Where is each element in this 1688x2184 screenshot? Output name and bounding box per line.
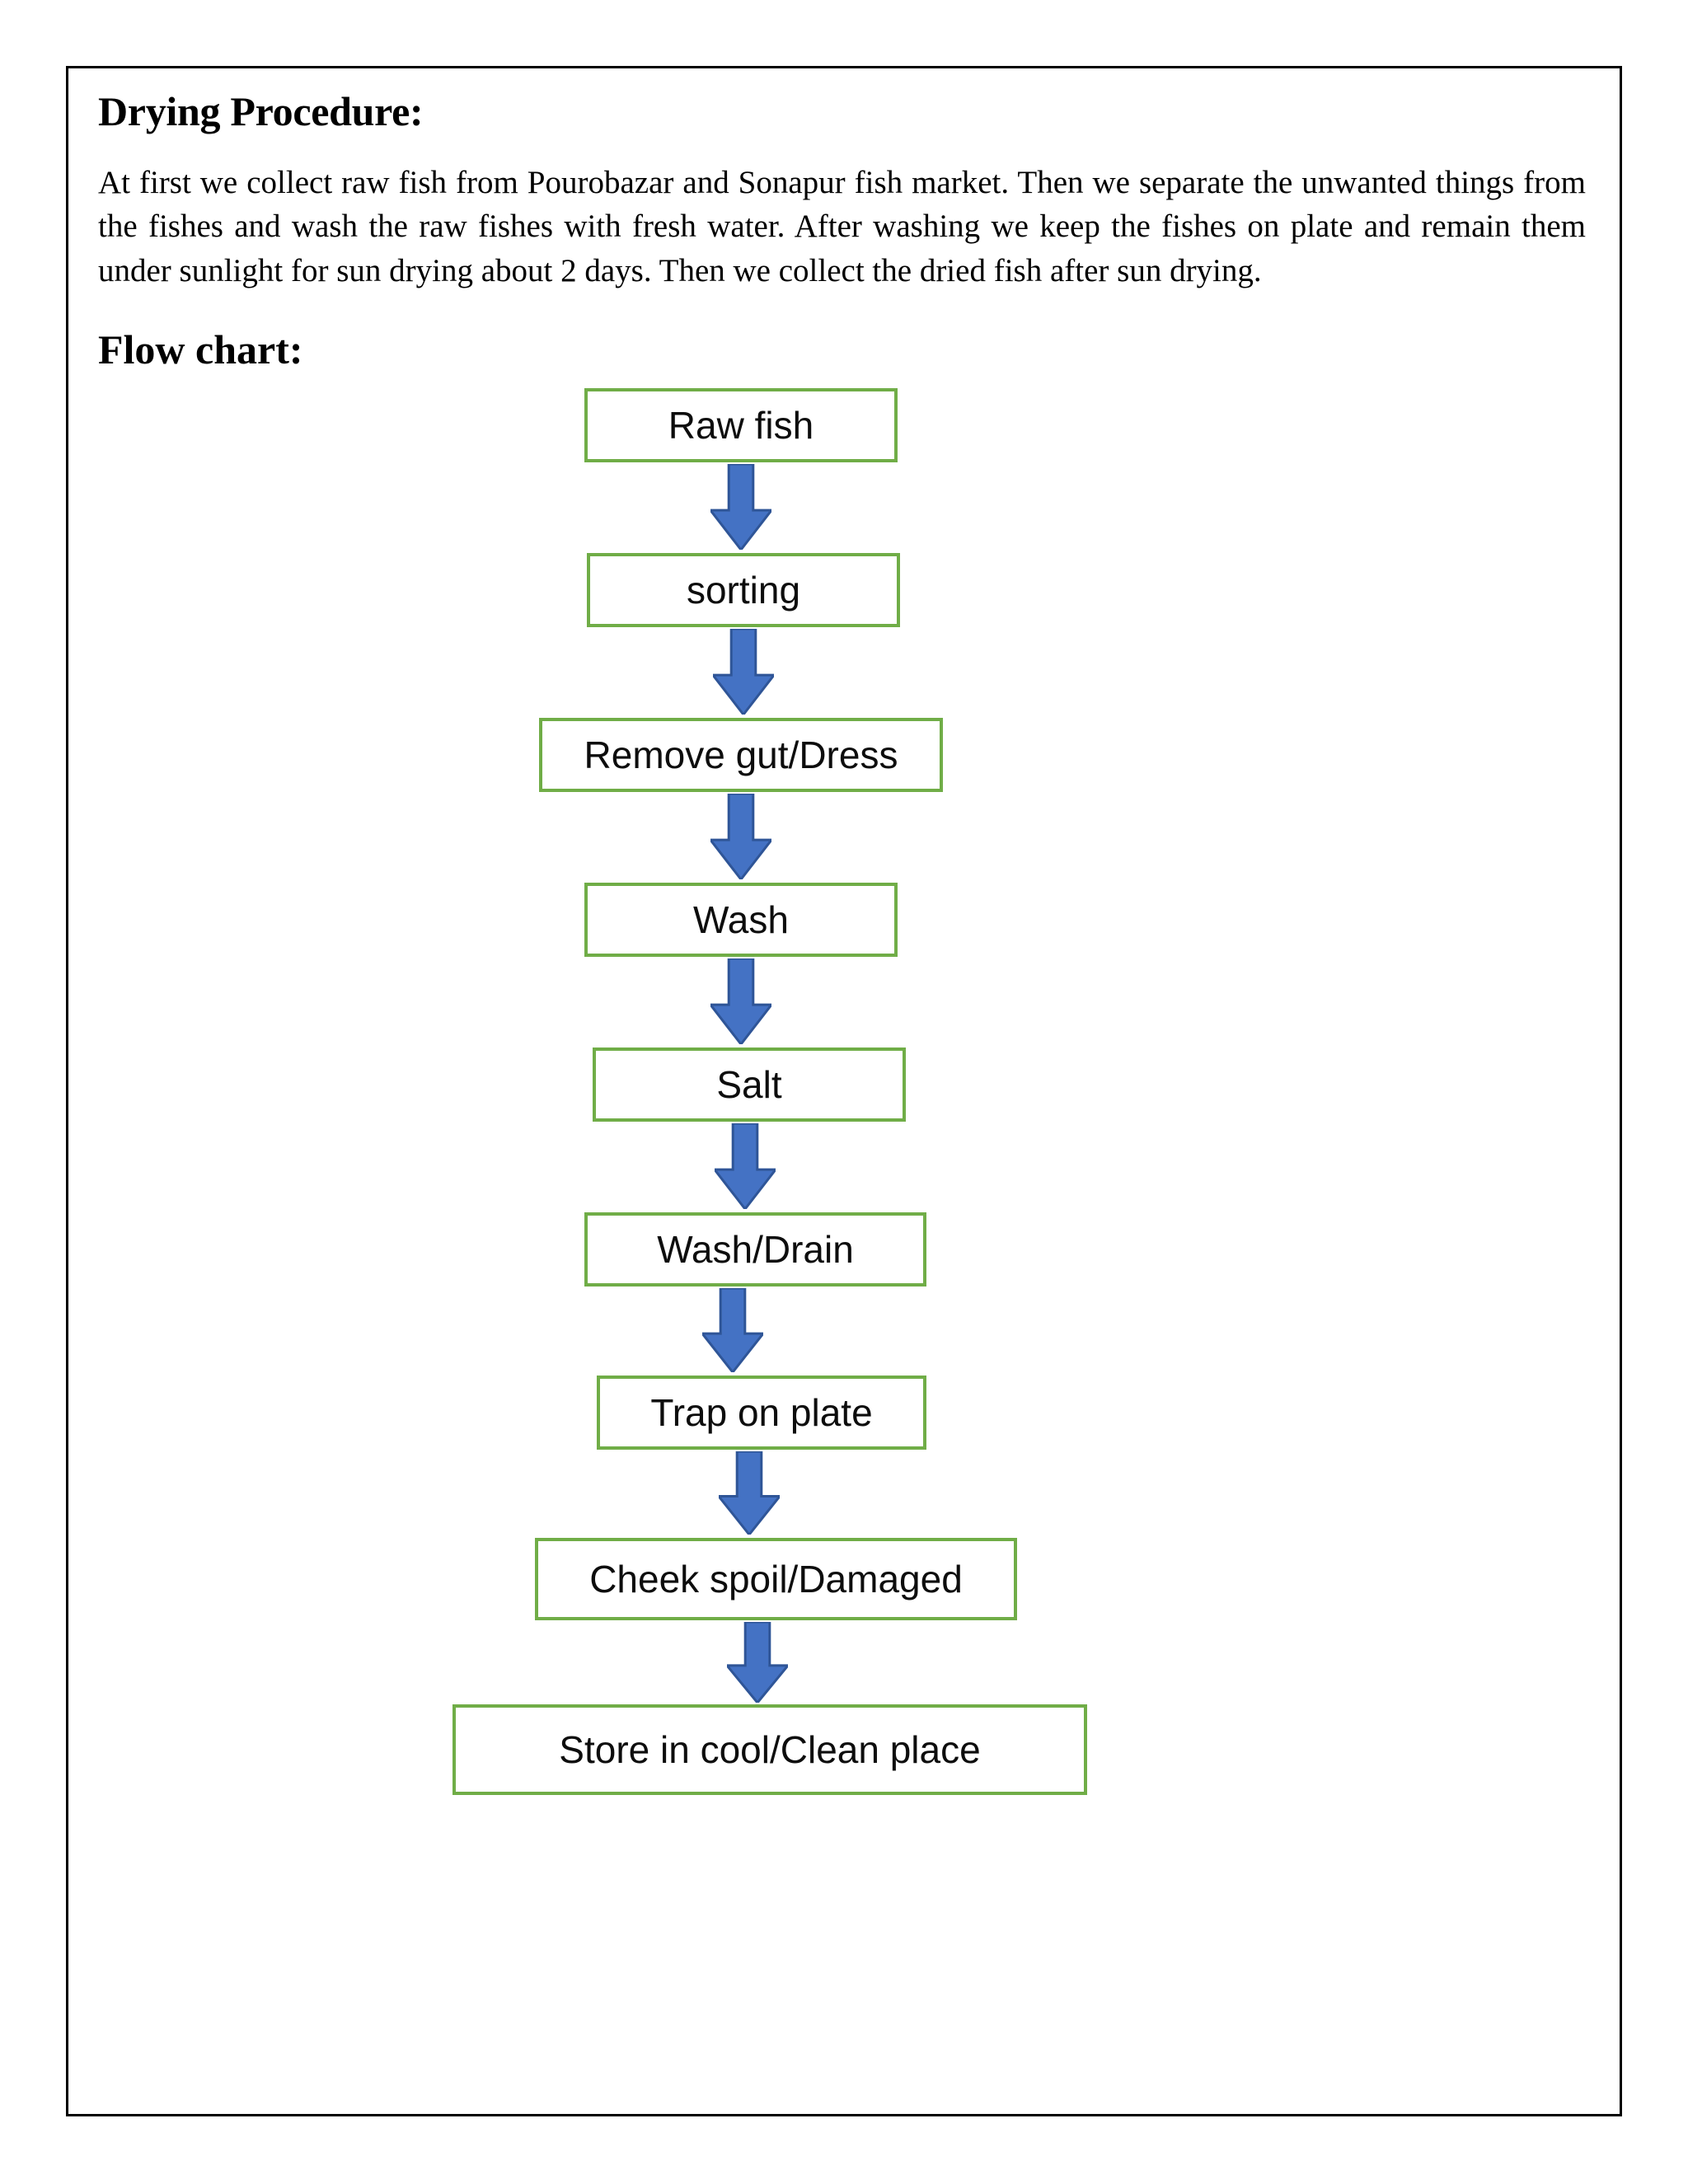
flow-node-7: Cheek spoil/Damaged bbox=[535, 1538, 1017, 1621]
flow-node-0: Raw fish bbox=[584, 388, 898, 463]
intro-paragraph: At first we collect raw fish from Pourob… bbox=[98, 164, 1586, 289]
flow-node-label: Wash/Drain bbox=[657, 1228, 854, 1272]
flow-node-label: Cheek spoil/Damaged bbox=[589, 1558, 963, 1601]
flow-arrow-down-icon-7 bbox=[727, 1622, 788, 1704]
flow-arrow-down-icon-4 bbox=[715, 1123, 776, 1210]
flow-node-label: Trap on plate bbox=[650, 1391, 873, 1435]
flow-node-6: Trap on plate bbox=[597, 1376, 926, 1451]
flow-node-label: Wash bbox=[693, 898, 789, 942]
flow-node-4: Salt bbox=[593, 1047, 906, 1122]
flow-node-2: Remove gut/Dress bbox=[539, 718, 943, 793]
flow-node-label: Remove gut/Dress bbox=[584, 733, 898, 777]
flow-node-5: Wash/Drain bbox=[584, 1212, 926, 1287]
flow-node-label: Salt bbox=[716, 1063, 782, 1107]
flow-arrow-down-icon-5 bbox=[702, 1288, 763, 1373]
flow-arrow-down-icon-0 bbox=[710, 464, 771, 551]
flow-chart-heading: Flow chart: bbox=[98, 326, 303, 373]
document-page: Drying Procedure: At first we collect ra… bbox=[66, 66, 1622, 2116]
flow-arrow-down-icon-6 bbox=[719, 1451, 780, 1535]
page-content: Drying Procedure: At first we collect ra… bbox=[98, 88, 1595, 2114]
flow-node-label: Raw fish bbox=[668, 404, 814, 448]
flow-arrow-down-icon-1 bbox=[713, 629, 774, 715]
flow-node-1: sorting bbox=[587, 553, 900, 628]
page-title: Drying Procedure: bbox=[98, 88, 424, 134]
flow-node-label: Store in cool/Clean place bbox=[559, 1728, 981, 1772]
flow-arrow-down-icon-2 bbox=[710, 794, 771, 880]
flow-node-8: Store in cool/Clean place bbox=[452, 1704, 1087, 1796]
flow-node-label: sorting bbox=[686, 569, 801, 612]
flow-node-3: Wash bbox=[584, 883, 898, 958]
flow-arrow-down-icon-3 bbox=[710, 958, 771, 1045]
